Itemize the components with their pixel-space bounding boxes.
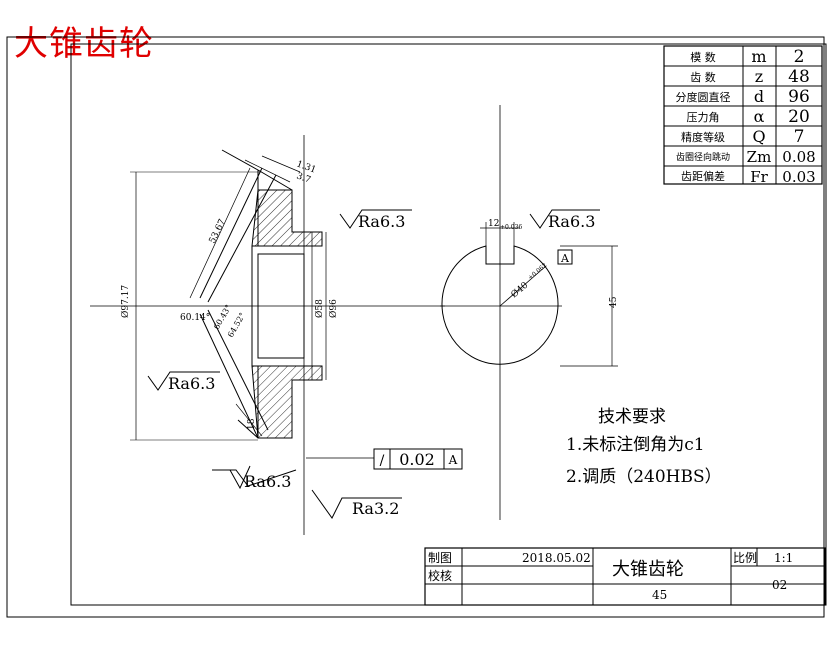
dim-keyway: 12 — [488, 219, 499, 229]
tolerance-symbol: / — [380, 453, 385, 469]
dim-od: Ø97.17 — [120, 285, 131, 318]
dim-keyway-tol: +0.036 — [500, 224, 522, 231]
title-block — [424, 547, 826, 606]
dim-top2: 3.7 — [295, 171, 312, 185]
gear-dimensions: 1.31 3.7 53.67 Ø97.17 Ø58 Ø96 60.14° 60.… — [120, 159, 339, 430]
roughness-mark-right: Ra6.3 — [529, 209, 600, 231]
bore — [257, 253, 305, 359]
notes-item-2: 2.调质（240HBS） — [566, 467, 722, 487]
hub-view — [440, 105, 618, 520]
title-date: 2018.05.02 — [522, 551, 591, 565]
title-name: 大锥齿轮 — [612, 559, 684, 580]
dim-d2: Ø96 — [328, 299, 339, 318]
tolerance-datum: A — [448, 453, 458, 467]
param-symbol: Q — [752, 127, 765, 146]
upper-hatch — [251, 189, 323, 247]
title-check-label: 校核 — [428, 568, 452, 583]
param-symbol: z — [755, 67, 763, 86]
param-value: 20 — [788, 107, 810, 127]
param-value: 2 — [794, 47, 805, 67]
datum-letter: A — [560, 252, 570, 265]
title-scale: 1:1 — [774, 551, 793, 565]
param-name: 精度等级 — [681, 130, 725, 144]
dim-width: 18 — [247, 418, 257, 430]
roughness-r4: Ra3.2 — [352, 499, 399, 518]
title-drawn-label: 制图 — [428, 551, 452, 565]
dim-slant: 53.67 — [208, 218, 228, 246]
param-name: 齿圈径向跳动 — [676, 151, 730, 163]
inner-frame — [70, 43, 827, 606]
gear-outline-upper — [221, 149, 323, 246]
param-name: 压力角 — [687, 111, 720, 124]
parameter-rows: 模 数 m 2 齿 数 z 48 分度圆直径 d 96 压力角 α 20 精度等… — [676, 47, 816, 186]
datum-box — [557, 249, 573, 265]
tolerance-value: 0.02 — [399, 450, 435, 469]
title-number: 02 — [772, 578, 787, 592]
param-value: 96 — [788, 87, 810, 107]
outer-frame — [6, 36, 825, 618]
roughness-r3: Ra6.3 — [244, 472, 291, 491]
roughness-r2: Ra6.3 — [168, 374, 215, 393]
param-name: 齿距偏差 — [681, 169, 725, 183]
dim-ang3: 64.52° — [226, 311, 247, 339]
param-value: 0.08 — [782, 148, 815, 166]
dim-d1: Ø58 — [314, 299, 325, 318]
param-symbol: α — [754, 107, 765, 126]
param-symbol: Fr — [750, 168, 768, 186]
roughness-r5: Ra6.3 — [548, 212, 595, 231]
param-symbol: Zm — [747, 148, 772, 166]
dim-ang1: 60.14° — [180, 313, 210, 323]
gear-outline-lower — [237, 366, 323, 439]
param-symbol: d — [754, 87, 764, 106]
notes-item-1: 1.未标注倒角为c1 — [566, 435, 705, 455]
tolerance-frame — [373, 448, 463, 470]
dim-right-h: 45 — [609, 296, 619, 308]
title-material: 45 — [652, 588, 667, 602]
roughness-marks: Ra6.3 Ra6.3 Ra6.3 Ra3.2 — [147, 209, 412, 519]
param-value: 7 — [794, 127, 805, 147]
param-symbol: m — [751, 47, 766, 66]
title-scale-label: 比例 — [733, 551, 757, 565]
param-name: 齿 数 — [690, 71, 716, 84]
roughness-r1: Ra6.3 — [358, 212, 405, 231]
dim-bore-tol: +0.062 — [527, 262, 549, 282]
parameter-table — [663, 45, 823, 185]
param-name: 分度圆直径 — [676, 90, 731, 104]
hub-circle-keyway — [441, 245, 559, 365]
lower-hatch — [251, 365, 323, 439]
param-value: 0.03 — [782, 168, 815, 186]
param-value: 48 — [788, 67, 810, 87]
param-name: 模 数 — [690, 51, 716, 64]
gear-section-view — [90, 135, 445, 535]
notes-heading: 技术要求 — [598, 407, 666, 427]
